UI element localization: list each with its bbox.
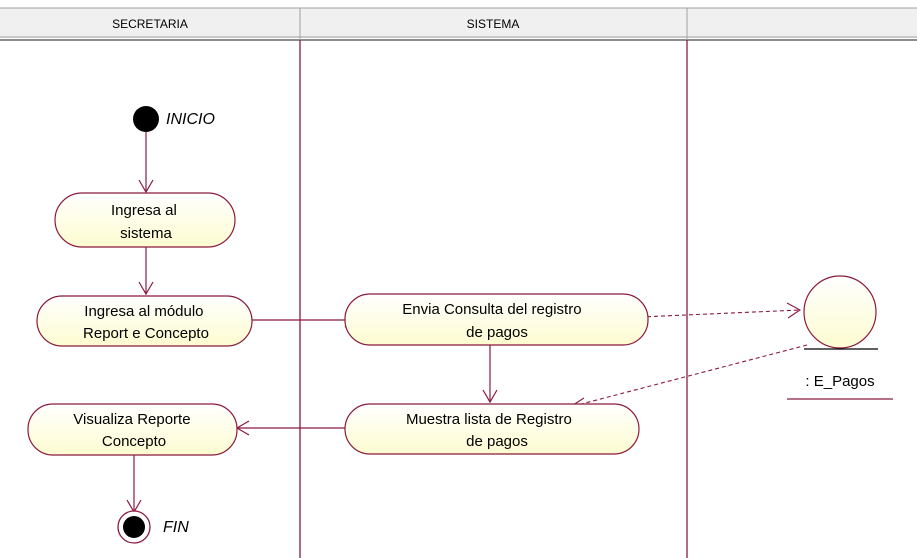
activity-ingresa-modulo-line2: Report e Concepto	[83, 325, 209, 342]
activity-envia-consulta-line2: de pagos	[466, 324, 528, 341]
svg-text:Ingresa al sistema: Ingresa al sistema	[111, 202, 181, 242]
entity-object-label: : E_Pagos	[805, 373, 874, 390]
final-node-label: FIN	[163, 519, 189, 536]
initial-node-label: INICIO	[166, 111, 215, 128]
activity-muestra-lista: Muestra lista de Registro de pagos	[344, 403, 640, 455]
swimlane-header-sistema: SISTEMA	[467, 17, 520, 31]
object-flow-query-to-epagos	[639, 309, 801, 318]
object-flow-epagos-to-list	[569, 344, 808, 408]
entity-object-e-pagos	[787, 275, 893, 400]
arrowhead-module	[138, 281, 154, 296]
arrowhead-login	[138, 179, 154, 194]
activity-envia-consulta: Envia Consulta del registro de pagos	[344, 293, 649, 346]
activity-visualiza-reporte-line1: Visualiza Reporte	[73, 411, 190, 428]
activity-ingresa-modulo-line1: Ingresa al módulo	[84, 303, 203, 320]
svg-text:Envia Consulta del registro: Envia Consulta del registro de pagos	[402, 301, 585, 341]
final-node	[117, 510, 151, 544]
activity-envia-consulta-line1: Envia Consulta del registro	[402, 301, 581, 318]
activity-visualiza-reporte-line2: Concepto	[102, 433, 166, 450]
activity-muestra-lista-line2: de pagos	[466, 433, 528, 450]
initial-node	[133, 106, 159, 132]
svg-text:Visualiza Reporte Concep: Visualiza Reporte Concepto	[73, 411, 194, 450]
activity-ingresa-modulo: Ingresa al módulo Report e Concepto	[36, 295, 253, 347]
activity-ingresa-sistema-line2: sistema	[120, 225, 172, 242]
svg-text:Ingresa al módulo Report: Ingresa al módulo Report e Concepto	[83, 303, 209, 342]
arrowhead-epagos	[786, 302, 802, 319]
activity-ingresa-sistema: Ingresa al sistema	[54, 192, 236, 248]
activity-muestra-lista-line1: Muestra lista de Registro	[406, 411, 572, 428]
arrowhead-list	[482, 389, 498, 404]
svg-text:Muestra lista de Registro: Muestra lista de Registro de pagos	[406, 411, 576, 450]
swimlane-header-secretaria: SECRETARIA	[112, 17, 188, 31]
activity-visualiza-reporte: Visualiza Reporte Concepto	[27, 403, 238, 456]
activity-ingresa-sistema-line1: Ingresa al	[111, 202, 177, 219]
transitions	[126, 132, 498, 514]
swimlane-header-bar: SECRETARIA SISTEMA	[0, 7, 917, 41]
